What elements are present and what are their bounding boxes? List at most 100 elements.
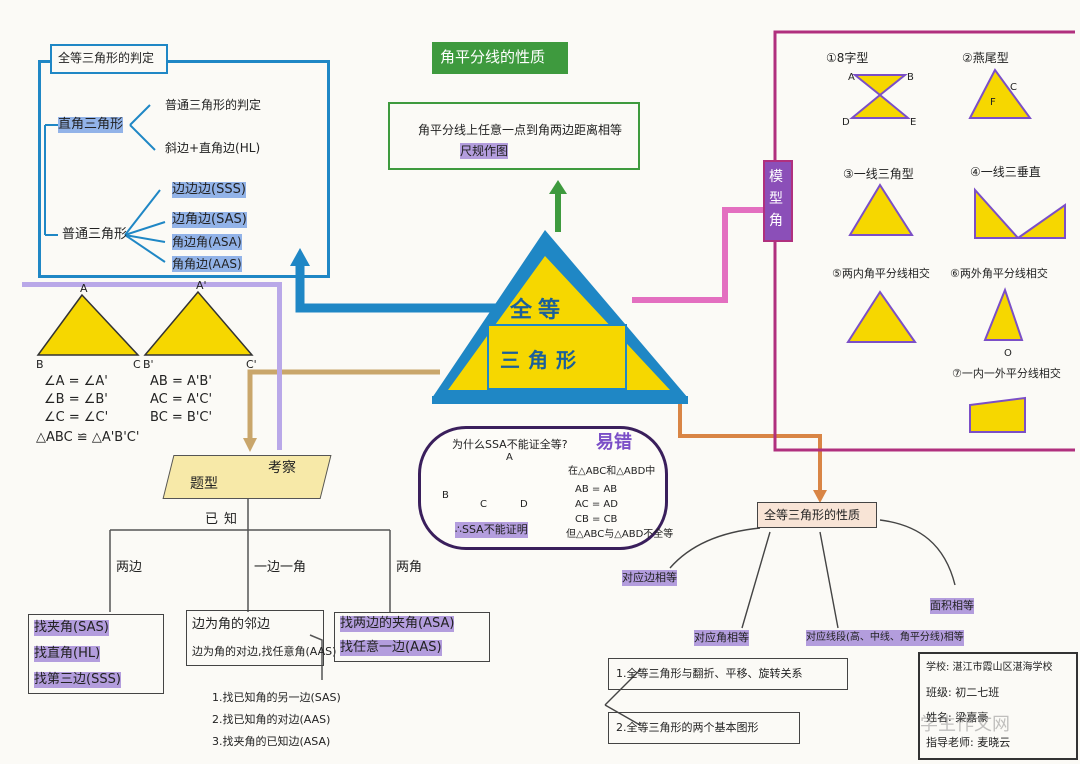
model-title-box: [763, 160, 793, 242]
ssa-cond-3: CB = CB: [575, 514, 618, 525]
model-7-label: ⑦一内一外平分线相交: [952, 366, 1061, 382]
pink-connector: [632, 207, 765, 303]
problem-tree: [109, 498, 391, 612]
def-tri2-c: C': [246, 358, 257, 371]
def-triangle-2: [143, 290, 254, 356]
center-title-line2: 三角形: [500, 348, 584, 372]
center-title-line1: 全等: [510, 298, 567, 323]
def-side-1: AB = A'B': [150, 374, 212, 389]
model-4-label: ④一线三垂直: [970, 164, 1041, 180]
def-tri2-a: A': [196, 279, 207, 292]
model-frame: [773, 30, 1075, 452]
center-base: [432, 396, 688, 404]
note-1: 1.全等三角形与翻折、平移、旋转关系: [616, 667, 803, 680]
bisector-text-2: 尺规作图: [460, 143, 509, 159]
property-4: 面积相等: [930, 598, 974, 614]
properties-title: 全等三角形的性质: [764, 508, 861, 522]
info-school: 学校: 湛江市霞山区湛海学校: [926, 662, 1053, 673]
judgement-box: [38, 60, 330, 278]
model-2-text: 燕尾型: [972, 51, 1009, 65]
green-arrowhead: [549, 180, 567, 194]
branch-label-3: 两角: [396, 560, 423, 575]
model-title: 模型角: [769, 169, 783, 229]
ssa-point-a: A: [506, 452, 513, 463]
info-class: 班级: 初二七班: [926, 686, 1000, 699]
branch-box-2: [186, 610, 324, 666]
def-tri1-a: A: [80, 282, 88, 295]
problem-header-left: 题型: [190, 476, 218, 492]
branch-box-3: [334, 612, 490, 662]
branch-box-1: [28, 614, 164, 694]
model-pt-b: B: [907, 72, 914, 83]
ssa-point-b: B: [442, 490, 449, 501]
model-6-num: ⑥: [950, 267, 960, 280]
model-pt-c: C: [1010, 82, 1017, 93]
branch3-item-2: 找任意一边(AAS): [340, 640, 442, 656]
model-figure-7: [969, 396, 1026, 433]
model-figure-6: [983, 287, 1024, 341]
bisector-title: 角平分线的性质: [440, 48, 546, 66]
blue-connector: [295, 262, 500, 313]
general-triangle-label: 普通三角形: [62, 227, 128, 242]
judgement-tree: [44, 104, 166, 263]
def-angle-1: ∠A = ∠A': [44, 374, 108, 389]
model-6-label: ⑥两外角平分线相交: [950, 266, 1048, 282]
judgement-title: 全等三角形的判定: [58, 51, 155, 65]
judgement-title-box: [50, 44, 168, 74]
ssa-conclusion: 但△ABC与△ABD不全等: [566, 529, 674, 540]
tan-connector: [247, 369, 440, 440]
ssa-cond-2: AC = AD: [575, 499, 618, 510]
bisector-text-1: 角平分线上任意一点到角两边距离相等: [418, 123, 623, 137]
info-name: 姓名: 梁嘉豪: [926, 711, 989, 724]
model-figure-5: [846, 290, 917, 343]
gen-method-4: 角角边(AAS): [172, 256, 242, 272]
def-angle-2: ∠B = ∠B': [44, 392, 108, 407]
sub-item-1: 1.找已知角的另一边(SAS): [212, 691, 341, 704]
model-7-num: ⑦: [952, 367, 962, 380]
model-figure-4: [974, 187, 1066, 239]
branch1-item-3: 找第三边(SSS): [34, 672, 121, 688]
right-triangle-label: 直角三角形: [58, 117, 124, 133]
branch2-item-2: 边为角的对边,找任意角(AAS): [192, 645, 337, 658]
model-2-label: ②燕尾型: [962, 50, 1009, 66]
rt-method-1: 普通三角形的判定: [165, 98, 262, 112]
definition-frame: [22, 282, 282, 450]
model-3-num: ③: [843, 167, 854, 181]
info-teacher: 指导老师: 麦晓云: [926, 736, 1011, 749]
ssa-cond-1: AB = AB: [575, 484, 618, 495]
branch2-item-1: 边为角的邻边: [192, 617, 271, 632]
orange-connector: [678, 400, 822, 492]
note-2: 2.全等三角形的两个基本图形: [616, 721, 759, 734]
sub-item-2: 2.找已知角的对边(AAS): [212, 713, 331, 726]
ssa-tag: 易错: [596, 432, 632, 453]
model-3-text: 一线三角型: [853, 167, 914, 181]
branch-label-2: 一边一角: [254, 560, 307, 575]
model-1-num: ①: [826, 51, 837, 65]
ssa-question: 为什么SSA不能证全等?: [452, 438, 568, 451]
model-1-label: ①8字型: [826, 50, 868, 66]
ssa-label: ∴SSA不能证明: [455, 522, 528, 538]
def-side-3: BC = B'C': [150, 410, 213, 425]
model-3-label: ③一线三角型: [843, 166, 914, 182]
model-5-num: ⑤: [832, 267, 842, 280]
ssa-given: 在△ABC和△ABD中: [568, 466, 656, 477]
bisector-title-box: [432, 42, 568, 74]
property-2: 对应角相等: [694, 630, 749, 646]
bisector-box: [388, 102, 640, 170]
problem-known: 已知: [205, 512, 244, 527]
ssa-point-c: C: [480, 499, 487, 510]
note-box-1: [608, 658, 848, 690]
sub-item-3: 3.找夹角的已知边(ASA): [212, 735, 331, 748]
def-tri1-c: C: [133, 358, 141, 371]
branch-label-1: 两边: [116, 560, 143, 575]
problem-sub-arrow: [309, 634, 323, 680]
def-conclusion: △ABC ≌ △A'B'C': [36, 430, 140, 445]
branch1-item-1: 找夹角(SAS): [34, 620, 109, 636]
orange-arrowhead: [813, 490, 827, 503]
ssa-point-d: D: [520, 499, 528, 510]
branch3-item-1: 找两边的夹角(ASA): [340, 616, 455, 632]
model-figure-3: [848, 183, 914, 236]
model-4-text: 一线三垂直: [980, 165, 1041, 179]
model-figure-1: [849, 74, 911, 119]
